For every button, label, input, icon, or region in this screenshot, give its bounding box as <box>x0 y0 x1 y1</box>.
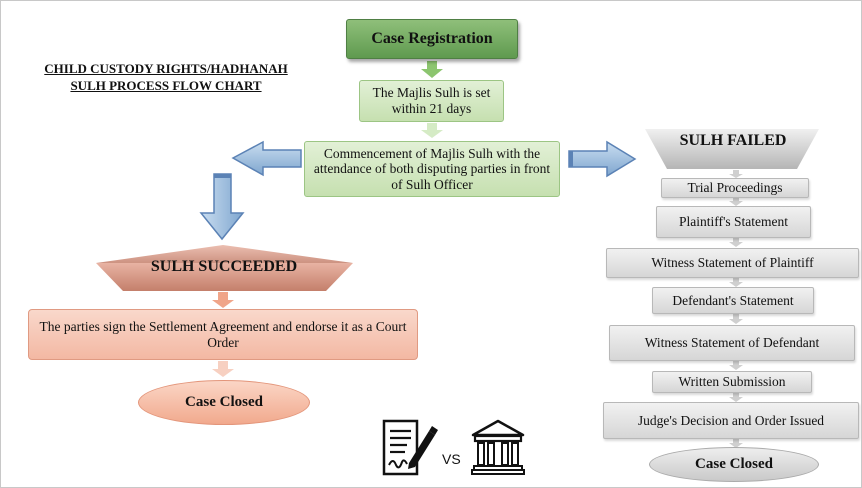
chart-title-line-1: CHILD CUSTODY RIGHTS/HADHANAH <box>44 61 288 76</box>
case-registration-box: Case Registration <box>346 19 518 59</box>
step-plaintiff-statement: Plaintiff's Statement <box>656 206 811 238</box>
case-closed-success-oval: Case Closed <box>138 380 310 425</box>
arrow-right-blue <box>568 140 637 178</box>
failed-connectors <box>729 170 743 448</box>
arrow-down-majlis <box>421 123 443 138</box>
sulh-succeeded-label: SULH SUCCEEDED <box>150 258 298 275</box>
sulh-failed-label: SULH FAILED <box>679 132 787 149</box>
commencement-box: Commencement of Majlis Sulh with the att… <box>304 141 560 197</box>
step-judge-decision: Judge's Decision and Order Issued <box>603 402 859 439</box>
case-closed-failed-oval: Case Closed <box>649 447 819 482</box>
step-written-submission: Written Submission <box>652 371 812 393</box>
sulh-failed-shape <box>645 129 819 169</box>
majlis-set-box: The Majlis Sulh is set within 21 days <box>359 80 504 122</box>
signed-document-icon <box>382 419 438 476</box>
step-witness-defendant: Witness Statement of Defendant <box>609 325 855 361</box>
arrow-down-agreement <box>212 361 234 377</box>
arrow-down-succeeded <box>212 292 234 308</box>
step-witness-plaintiff: Witness Statement of Plaintiff <box>606 248 859 278</box>
settlement-agreement-box: The parties sign the Settlement Agreemen… <box>28 309 418 360</box>
step-defendant-statement: Defendant's Statement <box>652 287 814 314</box>
courthouse-icon <box>471 419 525 475</box>
chart-title: CHILD CUSTODY RIGHTS/HADHANAH SULH PROCE… <box>21 61 311 95</box>
arrow-down-registration <box>421 61 443 78</box>
step-trial-proceedings: Trial Proceedings <box>661 178 809 198</box>
arrow-down-blue <box>199 173 245 241</box>
chart-title-line-2: SULH PROCESS FLOW CHART <box>70 77 262 93</box>
arrow-left-blue <box>231 140 302 177</box>
vs-label: VS <box>442 451 461 467</box>
sulh-succeeded-shape <box>96 263 353 291</box>
